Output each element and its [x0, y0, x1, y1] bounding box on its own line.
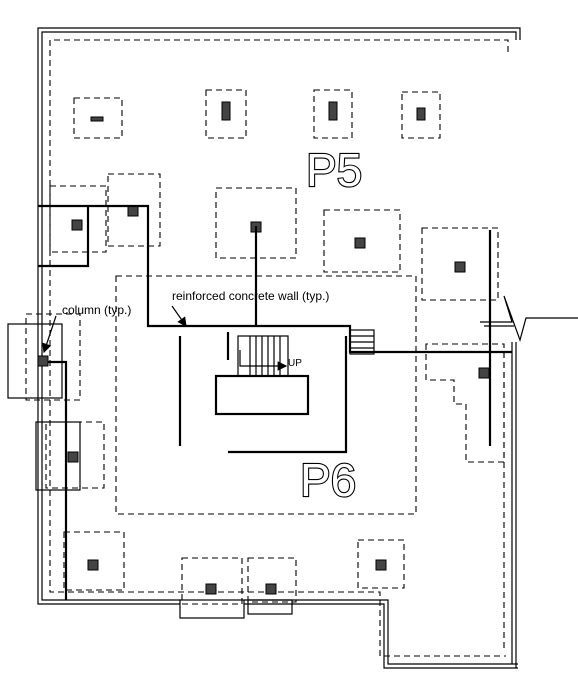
wall-note: reinforced concrete wall (typ.) — [172, 289, 329, 303]
reinforced-walls — [38, 204, 512, 600]
column — [71, 219, 83, 231]
column — [87, 559, 99, 571]
column — [205, 583, 217, 595]
zone-label-p5: P5 — [306, 144, 362, 196]
column — [354, 237, 366, 249]
p6-zone-outline — [115, 275, 417, 515]
column-footing — [221, 101, 231, 121]
column — [478, 367, 490, 379]
left-column-boxes — [7, 313, 105, 491]
column — [127, 205, 139, 217]
outer-boundary-walls — [37, 27, 521, 669]
zone-label-p6: P6 — [300, 454, 356, 506]
wall-leader-arrow — [171, 305, 187, 327]
column-footing — [90, 116, 104, 122]
column — [67, 451, 79, 463]
column-footing — [416, 107, 426, 121]
stair-up-label: UP — [288, 358, 302, 369]
stair-core — [214, 329, 375, 416]
bottom-footings — [63, 531, 405, 619]
upper-footings — [49, 173, 499, 301]
column-note: column (typ.) — [62, 303, 131, 317]
column — [265, 583, 277, 595]
column — [375, 559, 387, 571]
p5-footings — [73, 89, 441, 139]
column-footing — [328, 101, 338, 121]
right-footing — [425, 343, 505, 463]
break-line — [480, 295, 578, 342]
column — [37, 355, 49, 367]
column-leader-arrow — [42, 315, 57, 354]
column — [454, 261, 466, 273]
